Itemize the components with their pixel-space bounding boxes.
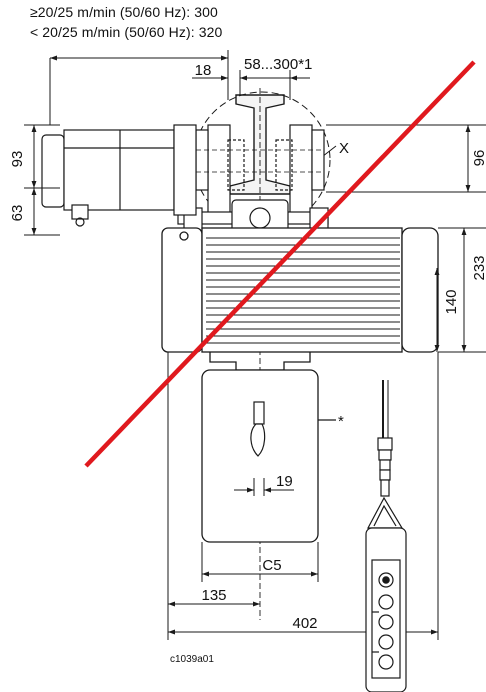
label-detail-x: X <box>339 140 349 157</box>
button-up-icon <box>378 594 394 610</box>
left-vertical-dimensions <box>24 124 60 236</box>
dimension-58-300 <box>240 70 310 100</box>
label-140: 140 <box>443 289 460 314</box>
button-right-icon <box>378 654 394 670</box>
top-width-dimension <box>49 50 229 125</box>
header-line-2: < 20/25 m/min (50/60 Hz): 320 <box>30 24 223 40</box>
hoist-body <box>161 227 439 353</box>
label-93: 93 <box>9 151 26 168</box>
chain-container <box>201 352 336 543</box>
label-18: 18 <box>195 62 212 79</box>
label-233: 233 <box>471 255 486 280</box>
pendant-control <box>365 380 407 692</box>
dimension-19 <box>234 478 294 496</box>
button-left-icon <box>378 634 394 650</box>
label-19: 19 <box>276 473 293 490</box>
dimension-135 <box>167 352 260 640</box>
trolley-motor <box>41 124 197 227</box>
label-135: 135 <box>201 587 226 604</box>
label-96: 96 <box>471 150 486 167</box>
cooling-fins <box>206 237 400 344</box>
header-line-1: ≥20/25 m/min (50/60 Hz): 300 <box>30 4 218 20</box>
button-down-icon <box>378 614 394 630</box>
label-c5: C5 <box>262 557 281 574</box>
label-402: 402 <box>292 615 317 632</box>
emergency-stop-icon <box>378 572 394 588</box>
right-dimension-96 <box>326 124 486 193</box>
right-dimensions-233-140 <box>434 227 486 353</box>
hook <box>250 401 266 457</box>
label-58-300: 58...300*1 <box>244 56 312 73</box>
dimension-c5 <box>201 542 319 582</box>
label-63: 63 <box>9 205 26 222</box>
drawing-code: c1039a01 <box>170 654 214 665</box>
red-cross-out-line <box>84 60 476 468</box>
label-asterisk: * <box>338 413 344 430</box>
